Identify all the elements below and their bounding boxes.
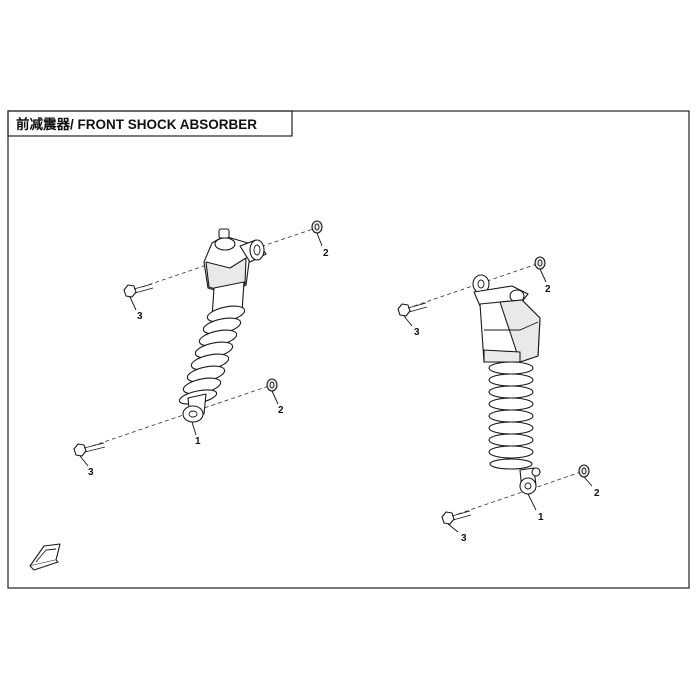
left-lower-bolt [73,442,106,457]
right-callout-bolt-lower: 3 [461,533,467,544]
right-lower-axis [457,470,585,515]
diagram-title: 前减震器/ FRONT SHOCK ABSORBER [16,116,257,132]
left-callout-bolt-upper: 3 [137,311,143,322]
right-callout-bolt-upper: 3 [414,327,420,338]
right-shock-absorber [472,274,541,495]
right-shock-assembly: 2 2 3 3 1 [397,256,600,544]
right-lower-nut [578,464,590,478]
diagram-frame [7,110,690,589]
left-upper-nut [311,220,323,234]
left-lower-axis [91,384,273,447]
title-box [7,110,293,137]
left-shock-absorber [178,228,267,423]
left-callout-bolt-lower: 3 [88,467,94,478]
left-shock-assembly: 2 2 3 3 1 [73,220,329,478]
left-callout-nut-upper: 2 [323,248,329,259]
left-upper-bolt [123,283,154,298]
left-callout-shock: 1 [195,436,201,447]
right-callout-nut-upper: 2 [545,284,551,295]
right-lower-bolt [441,510,472,525]
left-lower-nut [266,378,278,392]
right-upper-bolt [397,302,428,317]
right-upper-nut [534,256,546,270]
right-callout-shock: 1 [538,512,544,523]
right-callout-nut-lower: 2 [594,488,600,499]
front-direction-arrow-icon [29,543,61,571]
left-callout-nut-lower: 2 [278,405,284,416]
